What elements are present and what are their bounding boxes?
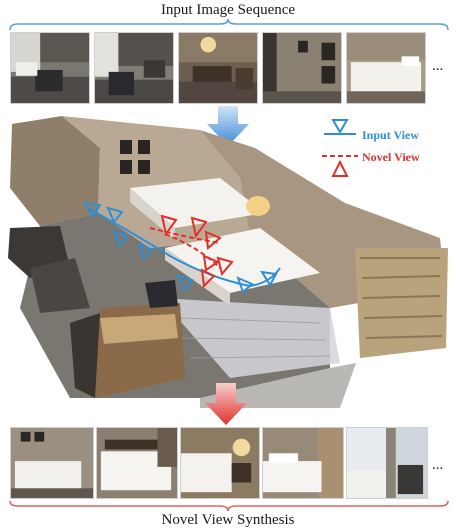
novel-more-ellipsis: ... [432, 457, 444, 473]
legend-novel-view: Novel View [362, 150, 420, 164]
input-thumbnail-row: ... [0, 32, 456, 104]
input-sequence-title: Input Image Sequence [160, 2, 296, 18]
novel-thumbnail [10, 427, 94, 499]
input-more-ellipsis: ... [432, 58, 444, 74]
novel-thumbnail [180, 427, 260, 499]
bottom-brace [9, 500, 449, 512]
novel-thumbnail [346, 427, 428, 499]
down-arrow-novel [205, 383, 247, 425]
novel-thumbnail [262, 427, 344, 499]
input-thumbnail [10, 32, 90, 104]
reconstruction-scene [8, 116, 448, 408]
input-thumbnail [262, 32, 342, 104]
input-thumbnail [94, 32, 174, 104]
legend: Input View Novel View [322, 119, 420, 177]
down-arrow-input [207, 106, 249, 146]
input-thumbnail [178, 32, 258, 104]
novel-thumbnail-row: ... [0, 427, 456, 499]
input-thumbnail [346, 32, 426, 104]
legend-input-view: Input View [362, 128, 419, 142]
novel-view-synthesis-title: Novel View Synthesis [161, 512, 295, 528]
input-view-camera-icon [331, 119, 349, 134]
top-brace [9, 18, 449, 31]
novel-view-camera-icon [331, 159, 349, 177]
novel-thumbnail [96, 427, 178, 499]
